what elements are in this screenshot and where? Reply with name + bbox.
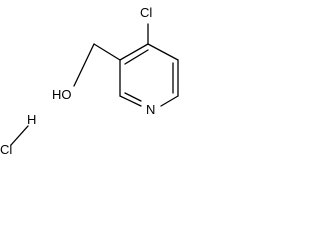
bond-n-c2-double (124, 92, 142, 102)
atom-cl-ring: Cl (140, 5, 152, 20)
atom-cl-salt: Cl (0, 142, 12, 155)
bond-c3-c4 (119, 43, 149, 61)
bond-n-c2 (119, 95, 142, 107)
atom-h-salt: H (27, 112, 36, 127)
bond-h-cl (10, 125, 29, 146)
bond-c4-c5 (147, 43, 179, 61)
atom-nitrogen: N (146, 102, 155, 117)
bond-c6-n (160, 95, 179, 107)
atom-hydroxyl: HO (52, 87, 72, 102)
bond-c3-c4-double (124, 49, 149, 65)
molecule-structure: Cl N HO H Cl (0, 5, 179, 155)
structure-canvas: Cl N HO H Cl (0, 0, 217, 155)
bond-c3-ch2 (93, 43, 121, 61)
bond-ch2-o (73, 43, 95, 87)
